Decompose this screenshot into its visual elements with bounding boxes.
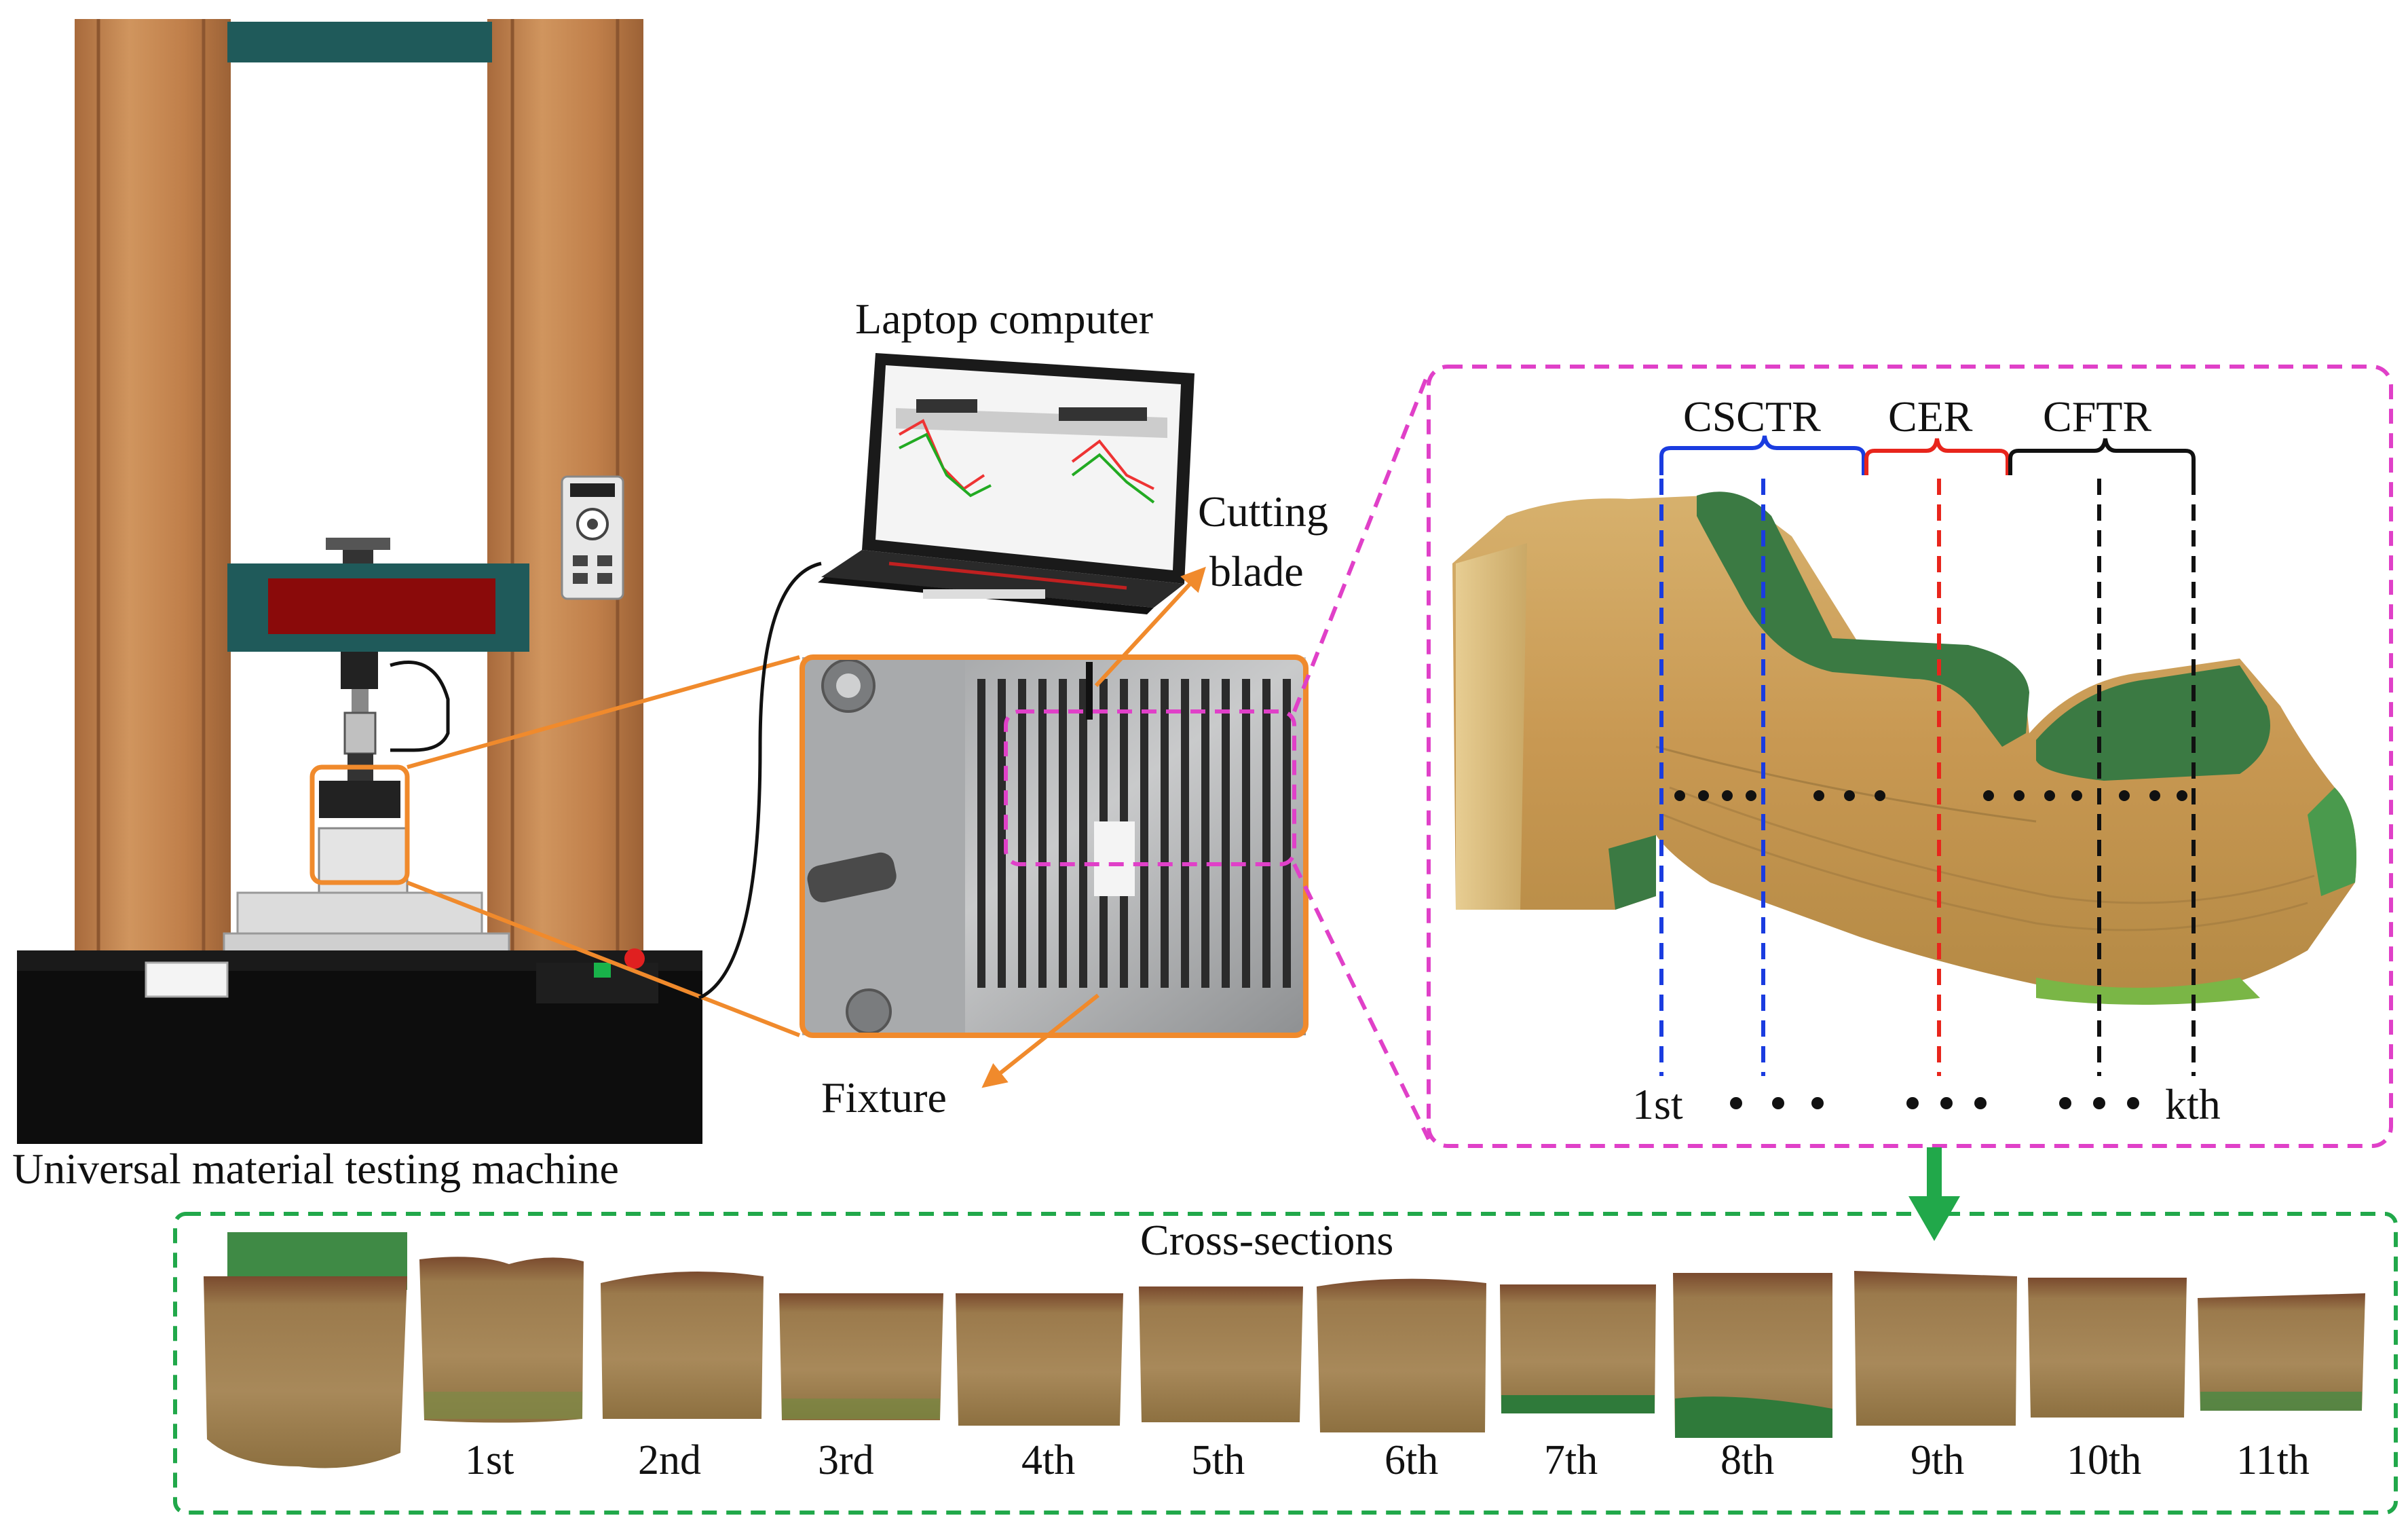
machine-label: Universal material testing machine	[12, 1145, 619, 1193]
section-marker-last: kth	[2165, 1080, 2221, 1128]
fixture-label: Fixture	[821, 1073, 947, 1122]
stem-panel	[1427, 365, 2393, 1148]
cross-section-image-5	[1139, 1286, 1303, 1422]
cross-section-label-11: 11th	[2236, 1437, 2310, 1483]
cross-section-image-10	[2028, 1278, 2187, 1418]
machine-top-beam	[227, 22, 492, 62]
cross-section-label-10: 10th	[2067, 1437, 2142, 1483]
cross-section-image-2	[601, 1271, 764, 1419]
region-braces	[1659, 435, 2196, 479]
cross-section-label-5: 5th	[1191, 1437, 1245, 1483]
green-arrow	[1908, 1147, 1960, 1241]
cross-section-image-6	[1317, 1278, 1486, 1432]
cutting-blade-label-line2: blade	[1209, 547, 1304, 595]
brace-cscr	[1659, 435, 1866, 475]
fixture-roi-box	[1004, 709, 1296, 866]
cross-section-image-8	[1673, 1273, 1832, 1438]
cross-section-image-0	[204, 1232, 407, 1468]
region-label-cer: CER	[1888, 392, 1973, 441]
cross-section-label-1: 1st	[465, 1437, 514, 1483]
cut-lines	[1659, 479, 2196, 1076]
cross-section-label-6: 6th	[1385, 1437, 1439, 1483]
bottom-ellipsis	[1730, 1097, 2139, 1109]
cutting-blade-label-line1: Cutting	[1198, 487, 1329, 536]
cross-section-image-3	[779, 1293, 943, 1420]
brace-cer	[1864, 438, 2010, 475]
fixture-photo	[799, 654, 1309, 1038]
cross-section-label-9: 9th	[1911, 1437, 1965, 1483]
crosshead-display	[268, 578, 495, 634]
laptop	[818, 353, 1194, 614]
machine-highlight-box	[309, 764, 410, 885]
region-label-cscr: CSCTR	[1683, 392, 1821, 441]
cross-section-image-7	[1500, 1284, 1656, 1413]
cross-section-image-11	[2198, 1293, 2365, 1411]
region-label-cftr: CFTR	[2043, 392, 2152, 441]
cross-section-image-4	[956, 1293, 1123, 1426]
cross-sections-title: Cross-sections	[1140, 1216, 1394, 1264]
laptop-cable	[698, 561, 822, 1000]
cross-section-label-4: 4th	[1021, 1437, 1076, 1483]
section-marker-first: 1st	[1632, 1080, 1683, 1128]
cross-section-label-2: 2nd	[638, 1437, 701, 1483]
cross-section-images	[204, 1232, 2365, 1468]
laptop-label: Laptop computer	[855, 295, 1153, 343]
cross-section-image-1	[419, 1257, 584, 1423]
fixture-blades	[977, 679, 1291, 988]
cross-section-label-7: 7th	[1544, 1437, 1598, 1483]
cross-section-image-9	[1854, 1271, 2017, 1426]
stem-image	[1452, 494, 2356, 994]
cross-section-label-8: 8th	[1720, 1437, 1775, 1483]
brace-cftr	[2008, 438, 2196, 479]
stem-panel-frame	[1427, 365, 2393, 1148]
horizontal-dots	[1674, 790, 2187, 801]
cross-section-label-3: 3rd	[818, 1437, 874, 1483]
testing-machine	[17, 19, 702, 1144]
cross-sections-frame	[173, 1212, 2398, 1515]
